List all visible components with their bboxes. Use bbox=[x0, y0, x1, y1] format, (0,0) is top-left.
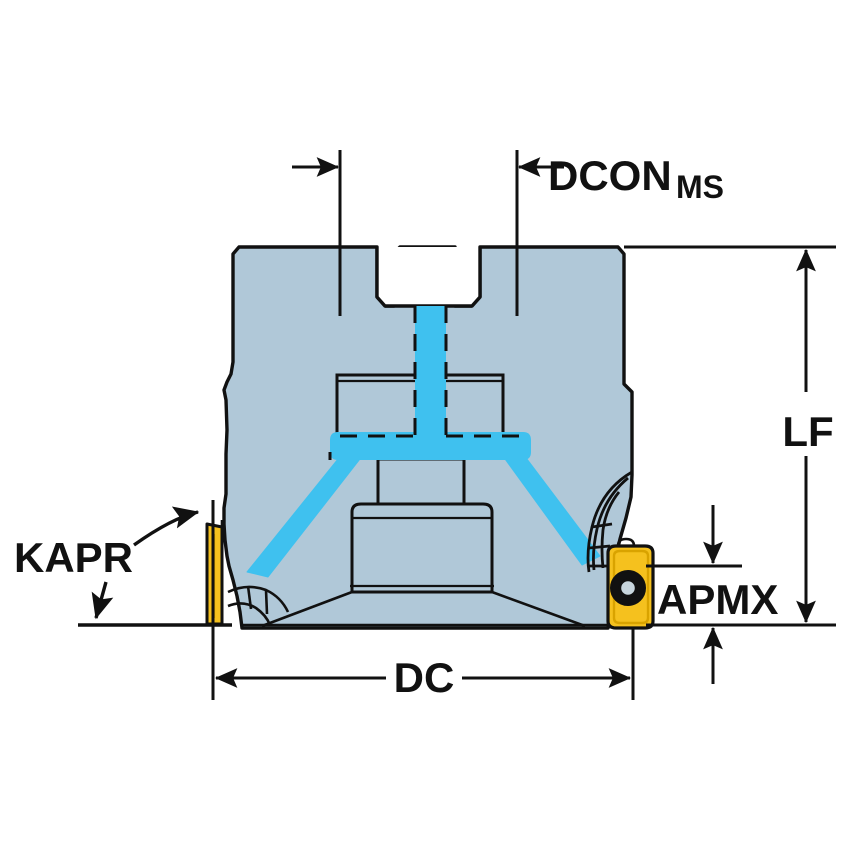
apmx-label: APMX bbox=[657, 576, 778, 623]
flute-curve-middle bbox=[592, 476, 629, 571]
dimension-dcon-ms: DCON MS bbox=[292, 150, 724, 316]
dimension-apmx: APMX bbox=[646, 505, 778, 684]
flute-curve-inner bbox=[600, 491, 621, 569]
dc-label: DC bbox=[394, 654, 455, 701]
bottom-cone-left-face bbox=[261, 590, 353, 628]
insert-right-top-tab bbox=[616, 537, 636, 547]
center-boss-block bbox=[350, 502, 494, 594]
coolant-manifold bbox=[330, 432, 531, 460]
coolant-channel-group bbox=[246, 306, 601, 578]
dimension-dc: DC bbox=[211, 628, 635, 701]
left-chipbreaker-facet-2 bbox=[227, 602, 272, 626]
dcon-ms-label-subscript: MS bbox=[676, 169, 724, 205]
kapr-curved-leader bbox=[133, 506, 200, 547]
dimension-kapr: KAPR bbox=[14, 500, 232, 664]
hidden-line-group bbox=[340, 306, 520, 438]
kapr-label: KAPR bbox=[14, 534, 133, 581]
dimension-lf: LF bbox=[624, 245, 836, 627]
coolant-channel-vertical bbox=[415, 306, 446, 454]
drive-keyway-recess bbox=[375, 247, 482, 308]
pocket-rib-1 bbox=[591, 522, 613, 529]
insert-right-screw-hole-inner bbox=[618, 578, 638, 598]
left-chipbreaker-facet-4 bbox=[264, 589, 269, 615]
left-chipbreaker-facet-3 bbox=[246, 585, 253, 610]
carbide-insert-right bbox=[606, 537, 655, 630]
lf-label: LF bbox=[782, 408, 833, 455]
dcon-ms-label-main: DCON bbox=[548, 152, 672, 199]
body-overlay-edges bbox=[328, 375, 505, 504]
coolant-branch-right bbox=[504, 458, 601, 566]
insert-right-inner-edge bbox=[612, 549, 650, 625]
kapr-straight-leader bbox=[91, 581, 114, 620]
pocket-rib-2 bbox=[588, 544, 611, 550]
coolant-branch-left bbox=[246, 458, 361, 578]
bottom-cone-right-face bbox=[491, 590, 586, 628]
